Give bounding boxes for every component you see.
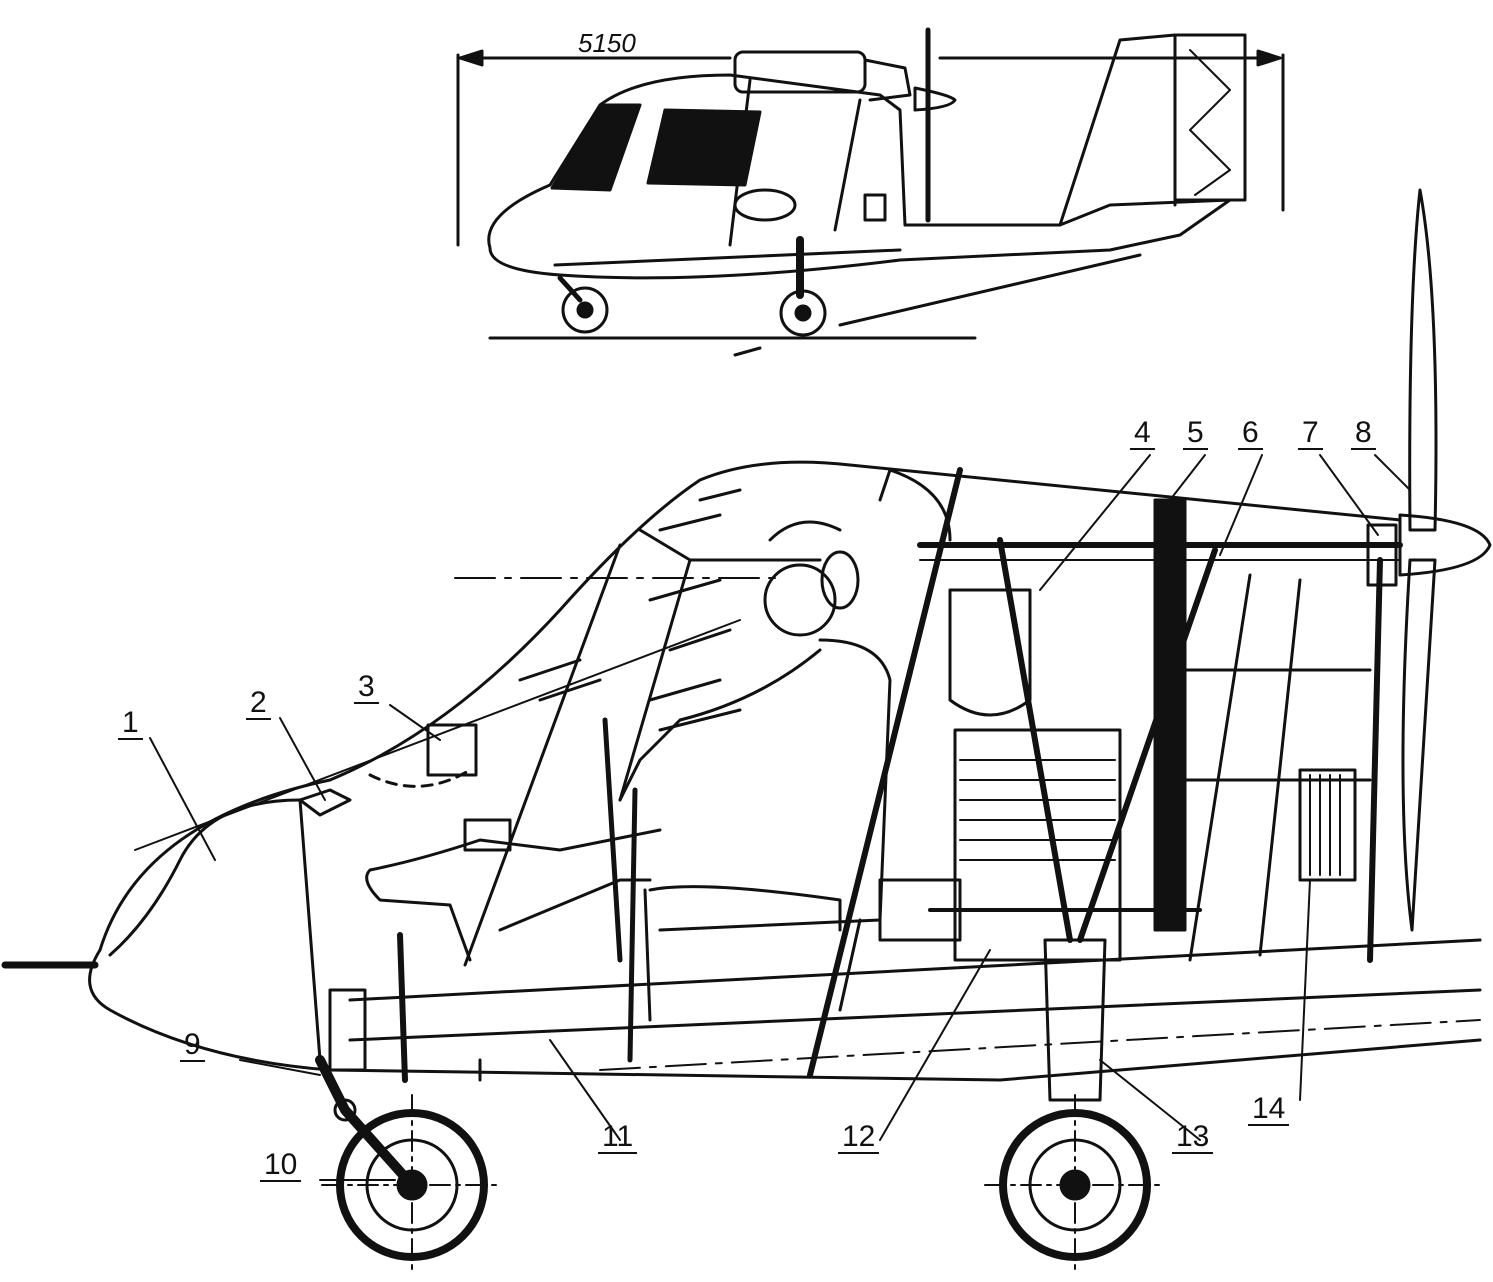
callout-14: 14 (1248, 1094, 1290, 1126)
callout-9: 9 (180, 1030, 205, 1062)
engine (953, 728, 1122, 962)
overall-length-dimension: 5150 (578, 28, 636, 58)
callout-2: 2 (246, 688, 271, 720)
small-side-view (456, 27, 1285, 357)
pilot-figure (365, 520, 892, 1022)
callout-7: 7 (1298, 418, 1323, 450)
propeller-blade (1408, 188, 1438, 532)
callout-12: 12 (838, 1122, 880, 1154)
glass-hatching (518, 488, 742, 732)
callout-11: 11 (598, 1122, 638, 1154)
callout-3: 3 (354, 672, 379, 704)
callout-5: 5 (1183, 418, 1208, 450)
callout-8: 8 (1351, 418, 1376, 450)
callout-10: 10 (260, 1150, 302, 1182)
leader-lines (149, 454, 1411, 1181)
callout-6: 6 (1238, 418, 1263, 450)
main-cutaway-view (1, 188, 1492, 1276)
callout-4: 4 (1130, 418, 1155, 450)
callout-1: 1 (118, 708, 143, 740)
callout-13: 13 (1172, 1122, 1214, 1154)
